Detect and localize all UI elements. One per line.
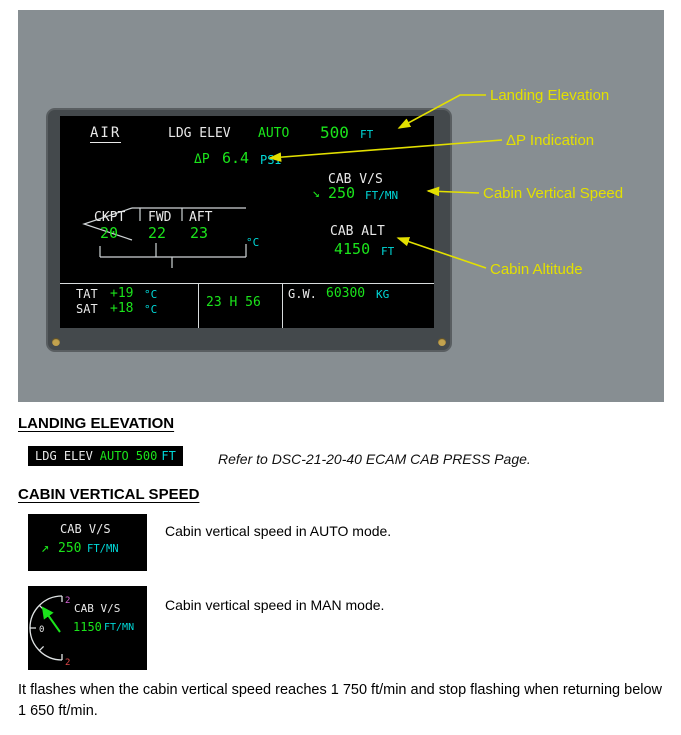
tat-value: +19 bbox=[110, 286, 134, 301]
refer-note: Refer to DSC-21-20-40 ECAM CAB PRESS Pag… bbox=[218, 451, 531, 467]
cab-vs-man-label: CAB V/S bbox=[74, 602, 121, 615]
clock-time: 23 H 56 bbox=[206, 295, 261, 310]
annotation-dp-indication: ΔP Indication bbox=[506, 132, 595, 149]
temp-fwd-value: 22 bbox=[148, 224, 167, 242]
annotation-cabin-altitude: Cabin Altitude bbox=[490, 261, 583, 278]
delta-p-label: ΔP bbox=[194, 152, 210, 167]
temp-fwd-label: FWD bbox=[148, 210, 172, 225]
cab-vs-auto-unit: FT/MN bbox=[87, 543, 119, 555]
footer-divider-horizontal bbox=[60, 283, 434, 284]
cab-vs-auto-value: 250 bbox=[58, 541, 82, 556]
temp-ckpt-value: 20 bbox=[100, 224, 119, 242]
bezel-screw-left bbox=[52, 338, 60, 346]
footer-divider-vertical-1 bbox=[198, 283, 199, 328]
ldg-elev-inset-label: LDG ELEV bbox=[35, 449, 93, 463]
ldg-elev-inset-mode: AUTO bbox=[99, 449, 129, 463]
gross-weight-label: G.W. bbox=[288, 287, 317, 301]
sat-unit: °C bbox=[144, 303, 158, 316]
bezel-screw-right bbox=[438, 338, 446, 346]
section-heading-cabin-vertical-speed: CABIN VERTICAL SPEED bbox=[18, 486, 200, 503]
delta-p-unit: PSI bbox=[260, 153, 282, 167]
annotation-landing-elevation: Landing Elevation bbox=[490, 87, 610, 104]
temp-aft-value: 23 bbox=[190, 224, 209, 242]
ldg-elev-unit: FT bbox=[360, 128, 374, 141]
ecam-display-bezel: AIR LDG ELEV AUTO 500 FT ΔP 6.4 PSI CAB … bbox=[46, 108, 452, 352]
footer-divider-vertical-2 bbox=[282, 283, 283, 328]
flash-note: It flashes when the cabin vertical speed… bbox=[18, 682, 663, 720]
tat-unit: °C bbox=[144, 288, 158, 301]
cab-alt-value: 4150 bbox=[334, 240, 371, 258]
ldg-elev-inset-value: 500 bbox=[135, 449, 158, 463]
ecam-figure-panel: AIR LDG ELEV AUTO 500 FT ΔP 6.4 PSI CAB … bbox=[18, 10, 664, 402]
cab-vs-auto-inset: CAB V/S ↗ 250 FT/MN bbox=[28, 514, 147, 571]
sat-label: SAT bbox=[76, 302, 98, 316]
cab-alt-unit: FT bbox=[381, 245, 395, 258]
annotation-cabin-vertical-speed: Cabin Vertical Speed bbox=[483, 185, 624, 202]
section-heading-landing-elevation: LANDING ELEVATION bbox=[18, 415, 175, 432]
gross-weight-unit: KG bbox=[376, 288, 390, 301]
auto-mode-caption: Cabin vertical speed in AUTO mode. bbox=[165, 523, 392, 539]
temp-ckpt-label: CKPT bbox=[94, 210, 126, 225]
ecam-screen: AIR LDG ELEV AUTO 500 FT ΔP 6.4 PSI CAB … bbox=[60, 116, 434, 328]
ldg-elev-mode: AUTO bbox=[258, 126, 290, 141]
ldg-elev-label: LDG ELEV bbox=[168, 126, 231, 141]
gauge-scale-top: 2 bbox=[65, 596, 70, 606]
delta-p-value: 6.4 bbox=[222, 149, 250, 167]
cab-vs-man-value: 1150 bbox=[73, 620, 102, 634]
temp-unit: °C bbox=[246, 236, 260, 249]
cab-vs-label: CAB V/S bbox=[328, 172, 383, 187]
ldg-elev-inset-unit: FT bbox=[161, 449, 176, 463]
tat-label: TAT bbox=[76, 287, 98, 301]
gauge-scale-mid: 0 bbox=[39, 625, 44, 635]
cab-alt-label: CAB ALT bbox=[330, 224, 385, 239]
page-title-air: AIR bbox=[90, 125, 122, 143]
cabin-temp-diagram bbox=[82, 207, 247, 268]
gauge-scale-bottom: 2 bbox=[65, 658, 70, 668]
cab-vs-gauge: 2 0 2 bbox=[29, 595, 70, 668]
ldg-elev-value: 500 bbox=[320, 123, 349, 142]
cab-vs-unit: FT/MN bbox=[365, 189, 399, 202]
cab-vs-trend-arrow-icon: ↘ bbox=[312, 186, 320, 201]
man-mode-caption: Cabin vertical speed in MAN mode. bbox=[165, 597, 385, 613]
gauge-needle bbox=[41, 606, 61, 633]
cab-vs-auto-label: CAB V/S bbox=[60, 522, 111, 536]
temp-aft-label: AFT bbox=[189, 210, 213, 225]
sat-value: +18 bbox=[110, 301, 134, 316]
cab-vs-man-inset: 2 0 2 CAB V/S 1150 FT/MN bbox=[28, 586, 147, 670]
ldg-elev-inset: LDG ELEV AUTO 500 FT bbox=[28, 446, 183, 466]
gross-weight-value: 60300 bbox=[326, 286, 366, 301]
cab-vs-value: 250 bbox=[328, 184, 356, 202]
cab-vs-man-unit: FT/MN bbox=[104, 622, 135, 633]
cab-vs-auto-arrow-icon: ↗ bbox=[41, 540, 50, 556]
